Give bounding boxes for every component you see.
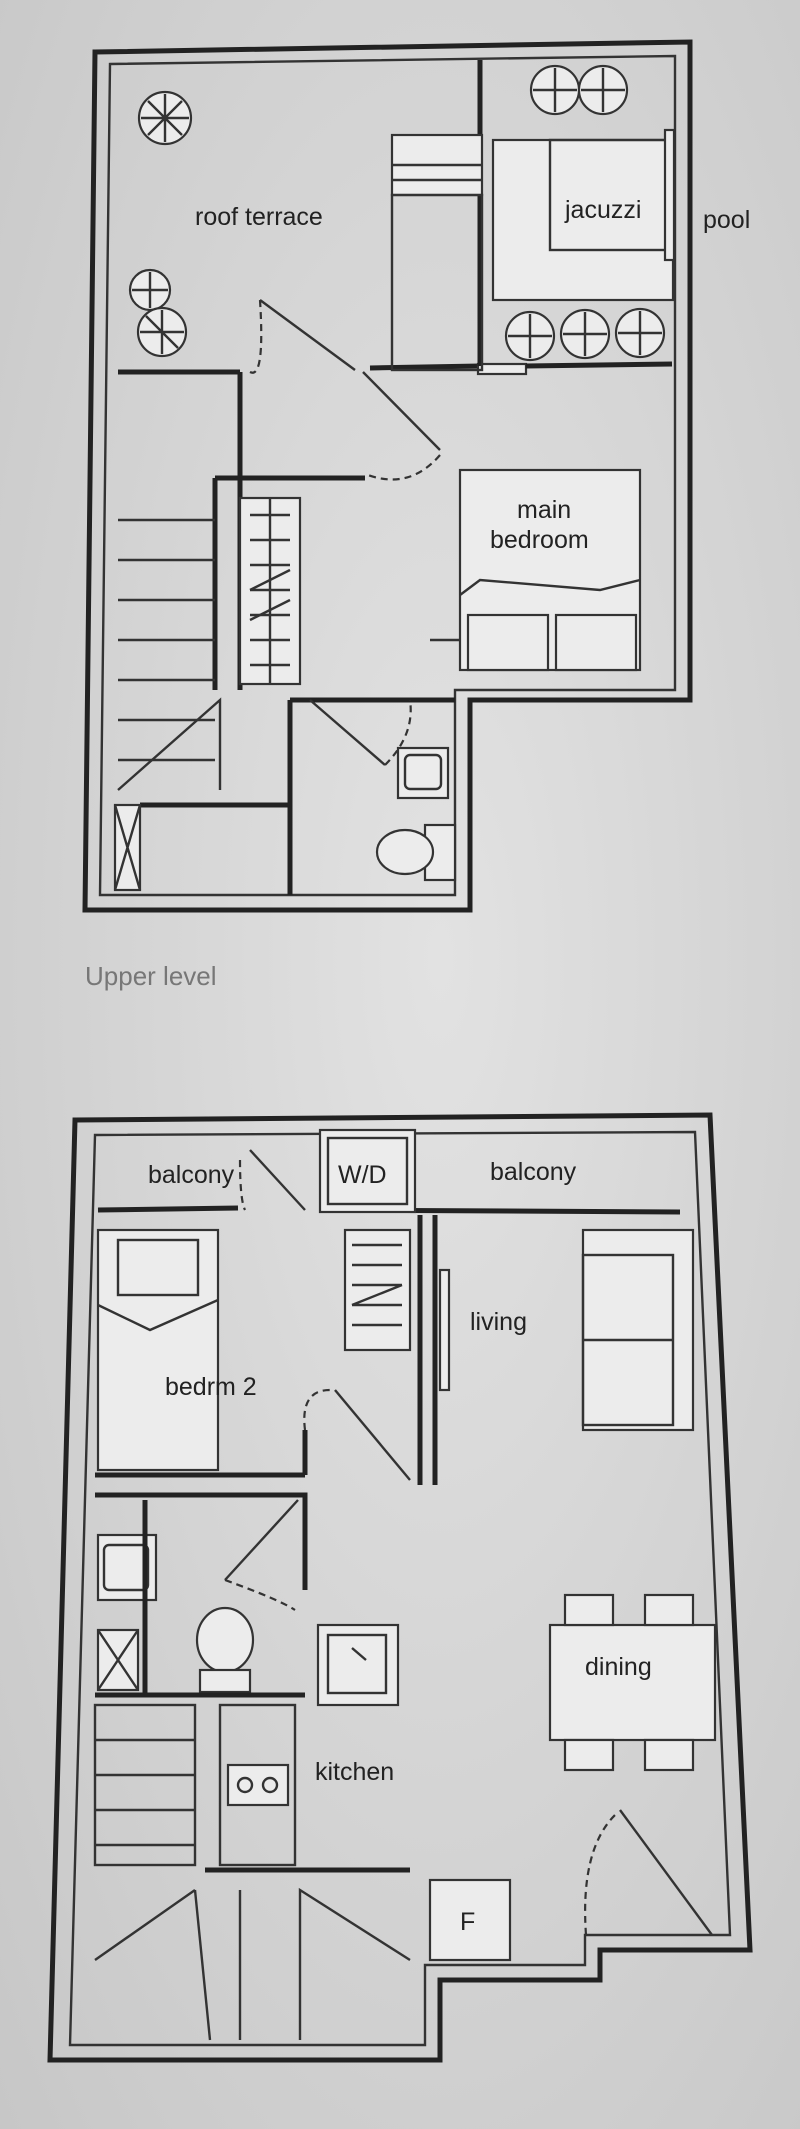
level-caption-upper: Upper level xyxy=(85,961,217,991)
room-label-roof-terrace: roof terrace xyxy=(195,203,323,231)
sink-icon xyxy=(396,746,450,800)
wardrobe xyxy=(238,496,302,686)
door-swing-arc xyxy=(303,1388,331,1431)
room-label-living: living xyxy=(470,1308,527,1336)
bedroom-2-bed xyxy=(96,1228,220,1472)
room-label-main-bedroom: bedroom xyxy=(490,526,589,554)
room-label-balcony-right: balcony xyxy=(490,1158,577,1186)
terrace-wall xyxy=(525,361,673,369)
room-label-fridge: F xyxy=(460,1908,475,1936)
upper-outer-wall xyxy=(82,39,693,913)
sliding-door-panel xyxy=(438,1268,451,1392)
room-label-kitchen: kitchen xyxy=(315,1758,394,1786)
plant-icon xyxy=(577,64,629,116)
toilet-icon xyxy=(375,823,457,882)
plant-icon xyxy=(504,310,556,362)
room-label-main-bedroom: main xyxy=(517,496,571,524)
plant-icon xyxy=(559,308,611,360)
plant-icon xyxy=(137,90,193,146)
upper-inner-wall xyxy=(98,54,677,897)
lower-outer-wall xyxy=(47,1112,753,2063)
upper-level-plan: roof terrace jacuzzi pool main bedroom U… xyxy=(82,39,750,991)
lower-level-plan: balcony W/D balcony living bedrm 2 dinin… xyxy=(47,1112,753,2063)
terrace-wall xyxy=(369,363,481,371)
room-label-washer-dryer: W/D xyxy=(338,1161,387,1189)
pool-edge-strip xyxy=(663,128,676,262)
room-label-dining: dining xyxy=(585,1653,652,1681)
shower-icon xyxy=(96,1628,140,1692)
entry-door xyxy=(619,1809,713,1936)
plant-icon xyxy=(529,64,581,116)
plant-icon xyxy=(128,268,172,312)
room-label-balcony-left: balcony xyxy=(148,1161,235,1189)
washer-dryer-box xyxy=(318,1128,417,1214)
door-swing-arc xyxy=(367,454,441,481)
room-label-jacuzzi: jacuzzi xyxy=(564,196,641,224)
kitchen-sink-icon xyxy=(316,1623,400,1707)
terrace-door xyxy=(362,371,441,451)
sofa-icon xyxy=(581,1228,695,1432)
lower-bath-wall xyxy=(95,1492,308,1590)
plant-icon xyxy=(614,307,666,359)
door-swing-arc xyxy=(584,1814,616,1936)
door-swing-arc xyxy=(384,699,412,766)
room-label-pool: pool xyxy=(703,206,750,234)
jacuzzi xyxy=(491,138,675,302)
balcony-door xyxy=(249,1149,306,1211)
room-label-bedroom-2: bedrm 2 xyxy=(165,1373,257,1401)
bath-door xyxy=(224,1499,299,1581)
sliding-door-panel xyxy=(476,362,528,376)
door-swing-arc xyxy=(249,299,263,374)
door-swing-arc xyxy=(238,1159,247,1211)
bedroom-2-door xyxy=(334,1389,411,1481)
plant-icon xyxy=(136,306,188,358)
lower-stairs xyxy=(93,1703,411,2041)
fridge-box xyxy=(428,1878,512,1962)
lower-inner-wall xyxy=(68,1130,732,2047)
balcony-wall xyxy=(97,1205,239,1213)
shower-icon xyxy=(113,803,142,892)
upper-stairs xyxy=(117,518,222,791)
terrace-door xyxy=(259,299,356,371)
kitchen-counter xyxy=(218,1703,297,1867)
lower-wardrobe xyxy=(343,1228,412,1352)
roof-steps xyxy=(390,133,484,372)
dining-table xyxy=(548,1593,717,1772)
door-swing-arc xyxy=(224,1578,296,1611)
toilet-icon xyxy=(195,1606,255,1694)
main-bedroom-bed xyxy=(458,468,642,672)
bath-door xyxy=(309,699,386,766)
